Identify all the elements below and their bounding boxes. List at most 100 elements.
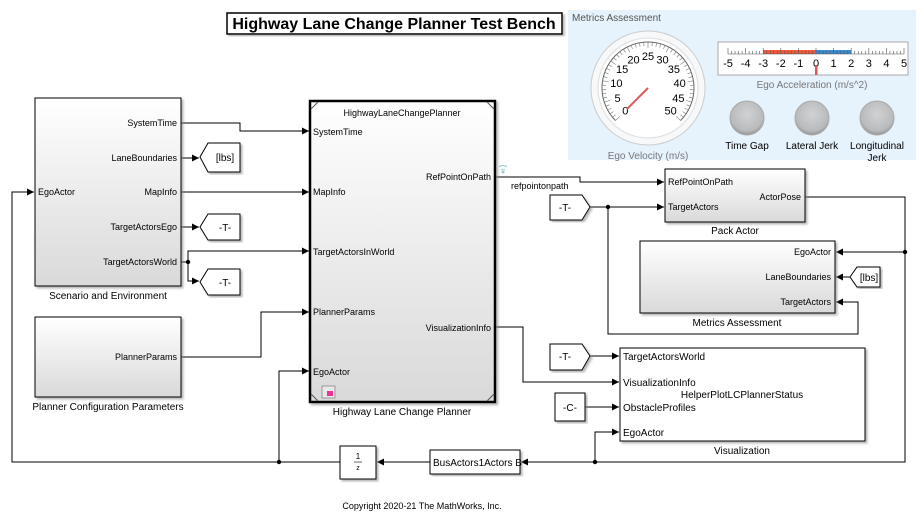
goto-t-ego[interactable]: -T- xyxy=(199,213,241,241)
signal-lines xyxy=(11,122,906,466)
svg-text:MapInfo: MapInfo xyxy=(144,187,177,197)
svg-text:TargetActorsEgo: TargetActorsEgo xyxy=(110,222,177,232)
gauge-tick xyxy=(613,57,617,61)
svg-text:Jerk: Jerk xyxy=(868,153,888,164)
lamp-longitudinal-jerk[interactable] xyxy=(859,100,895,136)
svg-text:PlannerParams: PlannerParams xyxy=(115,352,178,362)
svg-text:Scenario and Environment: Scenario and Environment xyxy=(49,291,167,302)
gauge-tick xyxy=(665,46,670,53)
gauge-tick xyxy=(610,60,616,65)
gauge-tick xyxy=(634,43,637,48)
gauge-tick xyxy=(688,96,693,99)
gauge-tick xyxy=(619,51,623,55)
scale-tick-label: -4 xyxy=(741,58,751,70)
svg-text:Highway Lane Change Planner: Highway Lane Change Planner xyxy=(333,407,472,418)
planner-config-block[interactable]: PlannerParams Planner Configuration Para… xyxy=(32,316,184,413)
metrics-assessment-block[interactable]: EgoActor LaneBoundaries TargetActors Met… xyxy=(639,240,836,329)
gauge-tick xyxy=(685,68,690,71)
gauge-tick xyxy=(686,104,691,107)
svg-text:z: z xyxy=(356,465,360,472)
scale-tick-label: 0 xyxy=(813,58,819,70)
svg-text:TargetActors: TargetActors xyxy=(780,297,831,307)
svg-text:TargetActorsInWorld: TargetActorsInWorld xyxy=(313,247,394,257)
svg-text:-T-: -T- xyxy=(219,223,231,234)
branch-points xyxy=(185,204,908,465)
svg-text:Planner Configuration Paramete: Planner Configuration Parameters xyxy=(32,402,183,413)
gauge-tick xyxy=(604,72,609,75)
gauge-tick xyxy=(663,45,666,50)
from-t-vis[interactable]: -T- xyxy=(549,343,591,371)
gauge-tick xyxy=(683,64,688,67)
model-title: Highway Lane Change Planner Test Bench xyxy=(226,12,563,35)
svg-text:Pack Actor: Pack Actor xyxy=(711,226,759,237)
gauge-tick xyxy=(605,104,610,107)
svg-text:-T-: -T- xyxy=(559,352,571,363)
unit-delay-block[interactable]: 1 z xyxy=(339,445,377,480)
scale-tick-label: -3 xyxy=(758,58,768,70)
gauge-tick xyxy=(673,51,677,55)
from-lbs-metrics[interactable]: [lbs] xyxy=(849,266,881,288)
gauge-tick xyxy=(603,96,608,99)
gauge-tick xyxy=(602,80,609,83)
scale-tick-label: 3 xyxy=(866,58,872,70)
svg-text:ActorPose: ActorPose xyxy=(759,192,801,202)
gauge-tick xyxy=(670,49,673,53)
scenario-and-environment-block[interactable]: EgoActor SystemTime LaneBoundaries MapIn… xyxy=(34,97,182,302)
svg-text:TargetActors: TargetActors xyxy=(668,202,719,212)
gauge-tick xyxy=(639,42,641,47)
pack-actor-block[interactable]: RefPointOnPath TargetActors ActorPose Pa… xyxy=(664,168,806,237)
gauge-tick xyxy=(680,114,684,118)
svg-text:LaneBoundaries: LaneBoundaries xyxy=(765,272,831,282)
svg-text:1: 1 xyxy=(356,452,361,461)
gauge-needle xyxy=(626,87,649,110)
goto-lbs[interactable]: [lbs] xyxy=(199,142,241,173)
svg-text:HelperPlotLCPlannerStatus: HelperPlotLCPlannerStatus xyxy=(681,390,803,401)
svg-text:BusActors1Actors B: BusActors1Actors B xyxy=(433,458,522,469)
gauge-tick xyxy=(607,107,612,111)
gauge-tick xyxy=(688,76,693,78)
gauge-tick xyxy=(608,64,613,67)
scale-tick-label: -1 xyxy=(794,58,804,70)
gauge-tick xyxy=(687,72,692,75)
gauge-tick-label: 15 xyxy=(616,64,628,76)
svg-text:PlannerParams: PlannerParams xyxy=(313,307,376,317)
svg-text:-T-: -T- xyxy=(219,278,231,289)
highway-lane-change-planner-block[interactable]: HighwayLaneChangePlanner SystemTime MapI… xyxy=(308,99,497,418)
lamp-lateral-jerk[interactable] xyxy=(794,100,830,136)
model-reference-icon[interactable] xyxy=(321,385,336,399)
red-range xyxy=(763,50,816,54)
svg-text:Metrics Assessment: Metrics Assessment xyxy=(572,13,661,24)
svg-text:TargetActorsWorld: TargetActorsWorld xyxy=(623,352,705,363)
gauge-tick xyxy=(679,57,683,61)
bus-conversion-block[interactable]: BusActors1Actors B xyxy=(429,449,522,475)
svg-text:EgoActor: EgoActor xyxy=(794,247,831,257)
gauge-tick-label: 35 xyxy=(668,64,680,76)
gauge-tick-label: 25 xyxy=(642,51,654,63)
svg-text:TargetActorsWorld: TargetActorsWorld xyxy=(103,257,177,267)
scale-tick-label: 5 xyxy=(901,58,907,70)
gauge-tick xyxy=(616,54,620,58)
gauge-tick xyxy=(685,100,692,103)
svg-text:[lbs]: [lbs] xyxy=(860,273,879,284)
scale-tick-label: 4 xyxy=(883,58,889,70)
gauge-tick-label: 30 xyxy=(656,54,668,66)
from-t-pack[interactable]: -T- xyxy=(549,194,591,221)
gauge-tick xyxy=(682,111,687,115)
gauge-tick xyxy=(687,80,694,83)
lamp-time-gap[interactable] xyxy=(729,100,765,136)
visualization-block[interactable]: TargetActorsWorld VisualizationInfo Obst… xyxy=(619,347,866,457)
goto-t-world[interactable]: -T- xyxy=(199,268,241,296)
gauge-tick xyxy=(655,42,657,47)
gauge-tick xyxy=(684,107,689,111)
gauge-tick xyxy=(603,76,608,78)
scale-needle xyxy=(815,65,818,75)
svg-text:Lateral Jerk: Lateral Jerk xyxy=(786,141,839,152)
constant-block[interactable]: -C- xyxy=(554,392,586,422)
gauge-tick xyxy=(615,116,620,121)
svg-text:MapInfo: MapInfo xyxy=(313,187,346,197)
